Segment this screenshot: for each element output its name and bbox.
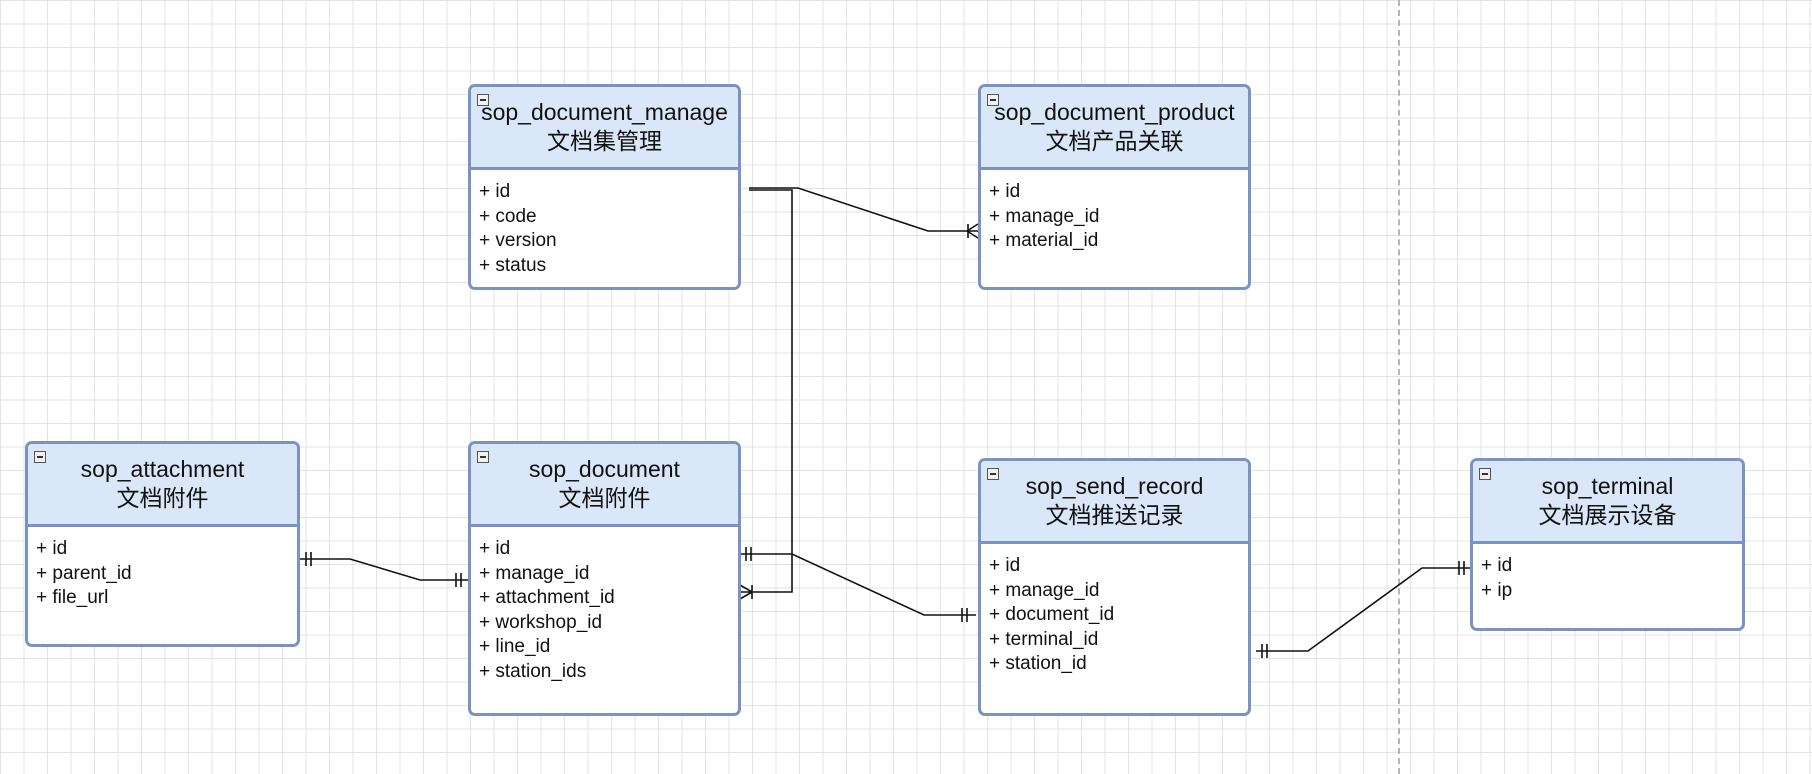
entity-header: sop_attachment 文档附件	[28, 444, 297, 527]
field-list: + id + parent_id + file_url	[28, 527, 297, 611]
entity-sop-document[interactable]: sop_document 文档附件 + id + manage_id + att…	[468, 441, 741, 716]
entity-header: sop_document_manage 文档集管理	[471, 87, 738, 170]
collapse-icon[interactable]	[987, 94, 999, 106]
entity-sop-send-record[interactable]: sop_send_record 文档推送记录 + id + manage_id …	[978, 458, 1251, 716]
edge-sendrecord-terminal[interactable]	[1256, 561, 1470, 658]
field-row: + ip	[1481, 579, 1513, 601]
entity-header: sop_document_product 文档产品关联	[981, 87, 1248, 170]
entity-description: 文档集管理	[547, 128, 662, 154]
entity-name: sop_document_manage	[481, 99, 728, 125]
entity-name: sop_document_product	[994, 99, 1235, 125]
entity-name: sop_document	[529, 456, 680, 482]
field-row: + id	[1481, 555, 1513, 576]
collapse-icon[interactable]	[477, 94, 489, 106]
entity-header: sop_terminal 文档展示设备	[1473, 461, 1742, 544]
collapse-icon[interactable]	[1479, 468, 1491, 480]
entity-description: 文档附件	[558, 485, 651, 511]
field-row: + id	[36, 538, 68, 559]
field-row: + station_id	[989, 653, 1087, 674]
field-list: + id + manage_id + attachment_id + works…	[471, 527, 738, 684]
field-row: + id	[989, 181, 1021, 202]
field-row: + manage_id	[479, 562, 590, 584]
edge-attachment-document[interactable]	[300, 552, 468, 587]
field-row: + id	[479, 181, 511, 202]
field-row: + file_url	[36, 587, 109, 608]
field-row: + workshop_id	[479, 611, 603, 633]
entity-sop-attachment[interactable]: sop_attachment 文档附件 + id + parent_id + f…	[25, 441, 300, 647]
field-row: + document_id	[989, 604, 1115, 625]
page-break-divider	[1398, 0, 1400, 774]
entity-name: sop_attachment	[80, 456, 245, 482]
entity-name: sop_send_record	[1025, 473, 1204, 499]
field-row: + terminal_id	[989, 628, 1099, 650]
field-row: + code	[479, 205, 537, 227]
entity-description: 文档附件	[116, 485, 209, 511]
collapse-icon[interactable]	[477, 451, 489, 463]
field-row: + parent_id	[36, 562, 132, 584]
entity-sop-document-manage[interactable]: sop_document_manage 文档集管理 + id + code + …	[468, 84, 741, 290]
edge-manage-document[interactable]	[739, 189, 793, 600]
crowfoot-many-marker	[966, 223, 979, 232]
entity-header: sop_send_record 文档推送记录	[981, 461, 1248, 544]
field-row: + line_id	[479, 636, 551, 657]
entity-description: 文档推送记录	[1045, 502, 1184, 528]
field-row: + station_ids	[479, 660, 587, 682]
entity-header: sop_document 文档附件	[471, 444, 738, 527]
entity-description: 文档产品关联	[1045, 128, 1184, 154]
field-list: + id + code + version + status	[471, 170, 738, 278]
field-row: + id	[989, 555, 1021, 576]
crowfoot-many-marker	[739, 584, 753, 593]
field-row: + manage_id	[989, 205, 1100, 227]
field-list: + id + manage_id + document_id + termina…	[981, 544, 1248, 677]
field-row: + version	[479, 230, 557, 251]
entity-description: 文档展示设备	[1538, 502, 1677, 528]
entity-sop-document-product[interactable]: sop_document_product 文档产品关联 + id + manag…	[978, 84, 1251, 290]
field-list: + id + manage_id + material_id	[981, 170, 1248, 254]
entity-name: sop_terminal	[1541, 473, 1674, 499]
collapse-icon[interactable]	[987, 468, 999, 480]
field-row: + attachment_id	[479, 587, 615, 608]
collapse-icon[interactable]	[34, 451, 46, 463]
field-row: + manage_id	[989, 579, 1100, 601]
edge-document-sendrecord[interactable]	[740, 547, 976, 622]
field-row: + material_id	[989, 230, 1099, 251]
field-row: + id	[479, 538, 511, 559]
field-row: + status	[479, 254, 547, 276]
field-list: + id + ip	[1473, 544, 1742, 603]
edge-manage-product[interactable]	[749, 187, 979, 239]
entity-sop-terminal[interactable]: sop_terminal 文档展示设备 + id + ip	[1470, 458, 1745, 631]
